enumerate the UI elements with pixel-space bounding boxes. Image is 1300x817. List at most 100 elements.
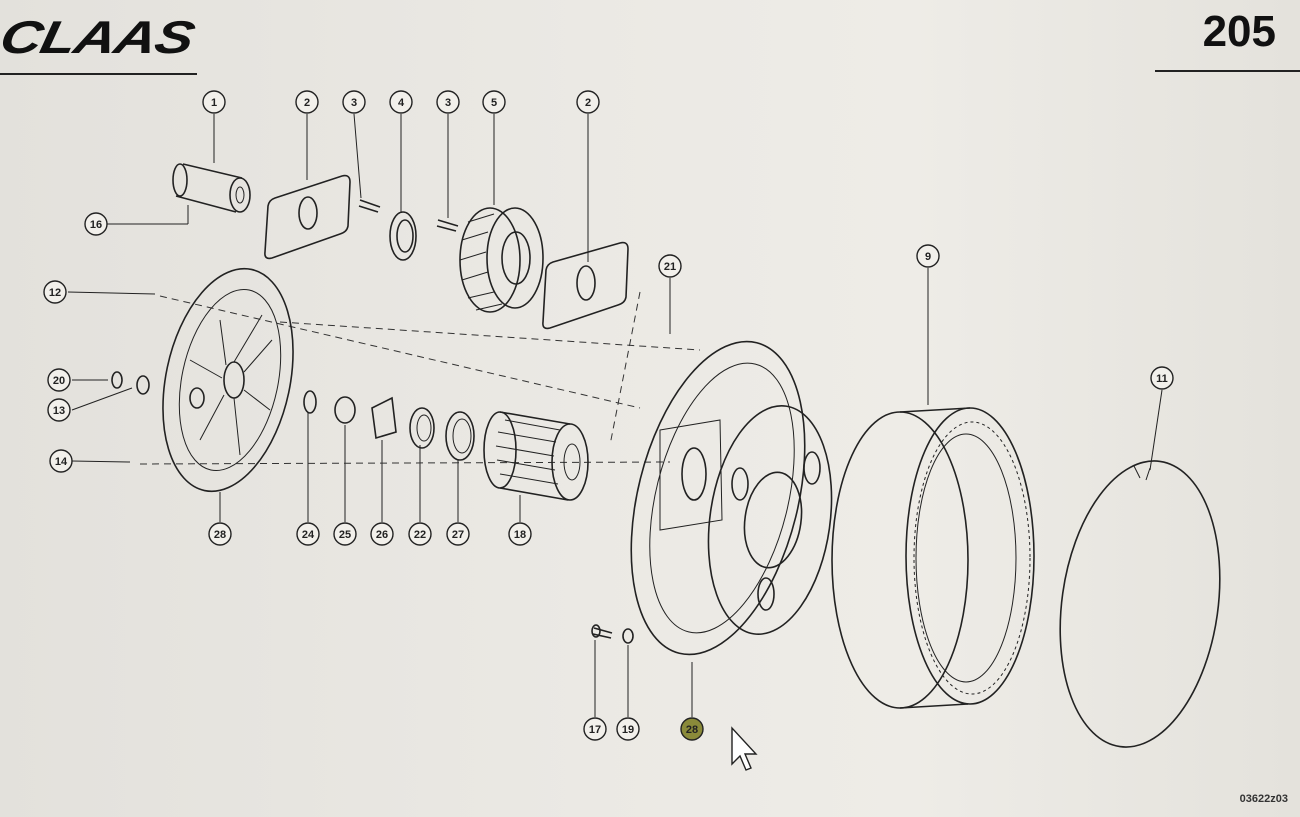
callout-circle — [342, 90, 366, 114]
part-3-pins — [358, 199, 459, 232]
callout-circle — [436, 90, 460, 114]
callout-1: 1 — [202, 90, 226, 114]
callout-circle — [408, 522, 432, 546]
part-19-nut — [622, 628, 634, 644]
callout-label: 1 — [211, 97, 217, 109]
callout-label: 5 — [491, 97, 497, 109]
callout-label: 27 — [452, 529, 464, 541]
callout-4: 4 — [389, 90, 413, 114]
part-5-gear — [459, 207, 544, 313]
callout-label: 3 — [445, 97, 451, 109]
callout-label: 24 — [302, 529, 315, 541]
part-28-housing — [630, 340, 833, 656]
callout-label: 26 — [376, 529, 388, 541]
mouse-pointer-icon — [731, 726, 758, 771]
part-9-ring-gear — [831, 407, 1035, 709]
callout-circle — [202, 90, 226, 114]
part-1-bushing — [172, 163, 251, 213]
callout-22: 22 — [408, 522, 432, 546]
callout-circle — [47, 398, 71, 422]
callout-circle — [482, 90, 506, 114]
part-11-snap-ring — [1059, 460, 1221, 748]
callout-circle — [576, 90, 600, 114]
callout-label: 17 — [589, 724, 601, 736]
callout-label: 28 — [686, 724, 698, 736]
callout-circle — [1150, 366, 1174, 390]
callout-label: 13 — [53, 405, 65, 417]
callout-label: 4 — [398, 97, 405, 109]
callout-circle — [49, 449, 73, 473]
callout-circle — [43, 280, 67, 304]
callout-label: 3 — [351, 97, 357, 109]
callout-circle — [508, 522, 532, 546]
callout-label: 22 — [414, 529, 426, 541]
callout-label: 11 — [1156, 373, 1168, 385]
callout-label: 12 — [49, 287, 61, 299]
part-28-cover-disk — [162, 267, 294, 493]
part-2-plate-lower — [542, 241, 629, 330]
callout-3: 3 — [436, 90, 460, 114]
callout-circle — [84, 212, 108, 236]
callout-circle — [389, 90, 413, 114]
part-2-plate-upper — [264, 174, 351, 260]
header-rule-right — [1155, 70, 1300, 72]
callout-label: 28 — [214, 529, 226, 541]
callout-12: 12 — [43, 280, 67, 304]
callout-28: 28 — [208, 522, 232, 546]
part-26-plate — [371, 396, 397, 440]
callout-label: 25 — [339, 529, 351, 541]
callout-20: 20 — [47, 368, 71, 392]
callout-label: 19 — [622, 724, 634, 736]
callout-circle — [616, 717, 640, 741]
part-17-bolt — [591, 624, 613, 639]
callout-9: 9 — [916, 244, 940, 268]
callout-circle — [446, 522, 470, 546]
callout-5: 5 — [482, 90, 506, 114]
callout-circle — [658, 254, 682, 278]
callout-label: 20 — [53, 375, 65, 387]
drawing-id: 03622z03 — [1239, 793, 1288, 805]
callout-circle — [208, 522, 232, 546]
callout-label: 2 — [585, 97, 591, 109]
callout-circle — [295, 90, 319, 114]
part-27-washer — [445, 411, 475, 461]
callout-18: 18 — [508, 522, 532, 546]
part-20-13-nut-washer — [111, 371, 150, 395]
page-number: 205 — [1202, 7, 1276, 56]
part-4-washer — [389, 211, 417, 261]
callout-label: 21 — [664, 261, 676, 273]
leader-lines — [67, 113, 1163, 717]
header-rule-left — [0, 73, 197, 75]
callout-16: 16 — [84, 212, 108, 236]
callout-circle — [370, 522, 394, 546]
callout-label: 9 — [925, 251, 931, 263]
part-22-washer — [409, 407, 435, 449]
callout-circle — [583, 717, 607, 741]
callout-circle — [680, 717, 704, 741]
callout-26: 26 — [370, 522, 394, 546]
callout-circle — [296, 522, 320, 546]
callout-circle — [916, 244, 940, 268]
callout-3: 3 — [342, 90, 366, 114]
callout-circle — [333, 522, 357, 546]
callout-label: 2 — [304, 97, 310, 109]
callout-2: 2 — [295, 90, 319, 114]
callout-label: 14 — [55, 456, 68, 468]
callout-circle — [47, 368, 71, 392]
callout-28: 28 — [680, 717, 704, 741]
callout-13: 13 — [47, 398, 71, 422]
callout-2: 2 — [576, 90, 600, 114]
part-18-spline-gear — [483, 411, 589, 501]
assembly-lines — [139, 291, 701, 465]
callout-label: 16 — [90, 219, 102, 231]
part-25-ring — [334, 396, 356, 424]
callout-19: 19 — [616, 717, 640, 741]
callout-11: 11 — [1150, 366, 1174, 390]
part-24-ring — [303, 390, 317, 414]
callout-17: 17 — [583, 717, 607, 741]
callout-27: 27 — [446, 522, 470, 546]
callout-label: 18 — [514, 529, 526, 541]
